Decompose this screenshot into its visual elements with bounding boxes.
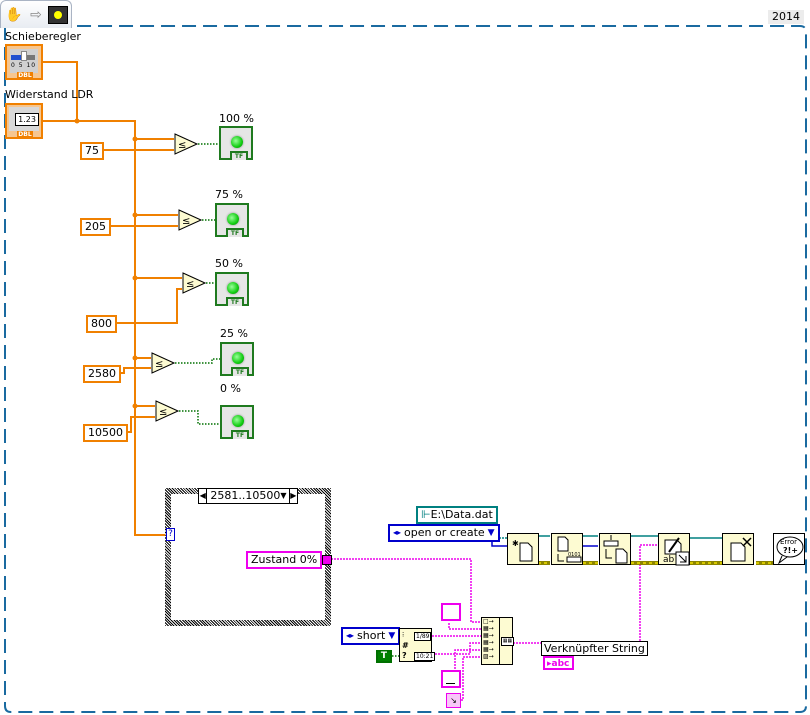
case-selector-terminal[interactable]: ? bbox=[166, 528, 175, 541]
led-indicator-0: TF bbox=[220, 405, 254, 439]
svg-text:0101: 0101 bbox=[568, 552, 581, 558]
arrow-icon[interactable]: ⇨ bbox=[30, 7, 42, 23]
file-refnum-wire bbox=[538, 535, 722, 539]
format-enum[interactable]: ◂▸short▼ bbox=[341, 627, 401, 645]
set-file-position-node[interactable]: 0101 bbox=[551, 533, 583, 565]
numeric-wires bbox=[43, 61, 182, 536]
resistance-type: DBL bbox=[17, 131, 33, 138]
slider-ticks: 0 5 10 bbox=[11, 62, 37, 69]
prev-case-icon[interactable]: ◀ bbox=[199, 489, 208, 503]
slider-control[interactable]: 0 5 10 DBL bbox=[5, 44, 43, 80]
boolean-constant[interactable]: T bbox=[376, 650, 392, 663]
chevron-down-icon[interactable]: ▼ bbox=[280, 491, 287, 500]
play-icon: ▸ bbox=[547, 659, 552, 669]
wire-junctions bbox=[74, 118, 138, 409]
svg-text:ab: ab bbox=[663, 555, 675, 565]
date-display: 1/89 bbox=[414, 632, 432, 641]
enum-arrows-icon: ◂▸ bbox=[346, 631, 355, 640]
close-file-node[interactable] bbox=[722, 533, 754, 565]
led-label-25: 25 % bbox=[220, 327, 248, 340]
chevron-down-icon[interactable]: ▼ bbox=[388, 631, 396, 641]
led-indicator-25: TF bbox=[220, 342, 254, 376]
write-text-file-node[interactable]: ab bbox=[658, 533, 690, 566]
string-constant-zustand[interactable]: Zustand 0% bbox=[246, 551, 323, 569]
concatenated-string-indicator: ▸abc bbox=[543, 656, 574, 670]
highlight-execution-icon[interactable] bbox=[48, 6, 68, 24]
svg-text:≤: ≤ bbox=[159, 407, 167, 418]
case-output-tunnel bbox=[322, 555, 332, 565]
threshold-constant-75[interactable]: 75 bbox=[80, 142, 104, 160]
led-label-0: 0 % bbox=[220, 382, 241, 395]
slider-label: Schieberegler bbox=[5, 30, 81, 43]
slider-type: DBL bbox=[17, 72, 33, 79]
svg-text:✱: ✱ bbox=[512, 539, 519, 548]
resistance-control[interactable]: 1.23 DBL bbox=[5, 103, 43, 139]
less-equal-node-5[interactable]: ≤ bbox=[155, 400, 179, 422]
get-date-time-string-node[interactable]: ⁝ # ? 1/89 10:21 bbox=[399, 628, 436, 662]
svg-text:≤: ≤ bbox=[155, 359, 163, 370]
end-of-line-constant[interactable] bbox=[441, 670, 461, 688]
path-icon: ⊩ bbox=[421, 508, 431, 521]
less-equal-node-1[interactable]: ≤ bbox=[174, 133, 198, 155]
chevron-down-icon[interactable]: ▼ bbox=[487, 528, 495, 538]
threshold-constant-800[interactable]: 800 bbox=[86, 315, 117, 333]
threshold-constant-10500[interactable]: 10500 bbox=[83, 424, 128, 442]
threshold-constant-205[interactable]: 205 bbox=[80, 218, 111, 236]
set-file-position-end-node[interactable] bbox=[599, 533, 631, 565]
boolean-wires bbox=[175, 143, 399, 657]
led-label-50: 50 % bbox=[215, 257, 243, 270]
time-display: 10:21 bbox=[414, 652, 436, 661]
execution-toolbar: ✋ ⇨ bbox=[0, 0, 72, 28]
open-create-file-node[interactable]: ✱ bbox=[507, 533, 539, 565]
diagram-border bbox=[4, 25, 807, 713]
concatenated-string-label: Verknüpfter String bbox=[541, 641, 648, 656]
less-equal-node-4[interactable]: ≤ bbox=[151, 352, 175, 374]
hand-icon[interactable]: ✋ bbox=[5, 7, 23, 23]
error-handler-node[interactable]: Error?!+ bbox=[773, 533, 805, 565]
next-case-icon[interactable]: ▶ bbox=[288, 489, 297, 503]
path-constant[interactable]: ⊩E:\Data.dat bbox=[416, 506, 498, 524]
led-indicator-100: TF bbox=[219, 126, 253, 160]
svg-text:≤: ≤ bbox=[178, 140, 186, 151]
led-label-100: 100 % bbox=[219, 112, 254, 125]
version-label: 2014 bbox=[768, 10, 804, 24]
led-indicator-50: TF bbox=[215, 272, 249, 306]
svg-text:?!+: ?!+ bbox=[783, 546, 798, 555]
case-selector-value: 2581..10500 bbox=[210, 489, 281, 502]
led-label-75: 75 % bbox=[215, 188, 243, 201]
led-indicator-75: TF bbox=[215, 203, 249, 237]
operation-enum[interactable]: ◂▸open or create▼ bbox=[388, 524, 500, 542]
tab-constant-icon[interactable]: ↘ bbox=[446, 693, 461, 708]
svg-text:Error: Error bbox=[780, 538, 797, 546]
threshold-constant-2580[interactable]: 2580 bbox=[83, 365, 121, 383]
case-selector[interactable]: ◀ 2581..10500 ▼ ▶ bbox=[198, 488, 298, 504]
less-equal-node-2[interactable]: ≤ bbox=[178, 209, 202, 231]
resistance-value: 1.23 bbox=[15, 113, 39, 126]
concatenate-strings-node[interactable]: □→▦→▦→▦→▦→▨→ ▦▦ bbox=[481, 617, 514, 665]
svg-text:≤: ≤ bbox=[182, 216, 190, 227]
enum-arrows-icon: ◂▸ bbox=[393, 528, 402, 537]
resistance-label: Widerstand LDR bbox=[5, 88, 94, 101]
svg-text:≤: ≤ bbox=[186, 279, 194, 290]
empty-string-constant[interactable] bbox=[441, 603, 461, 621]
less-equal-node-3[interactable]: ≤ bbox=[182, 272, 206, 294]
